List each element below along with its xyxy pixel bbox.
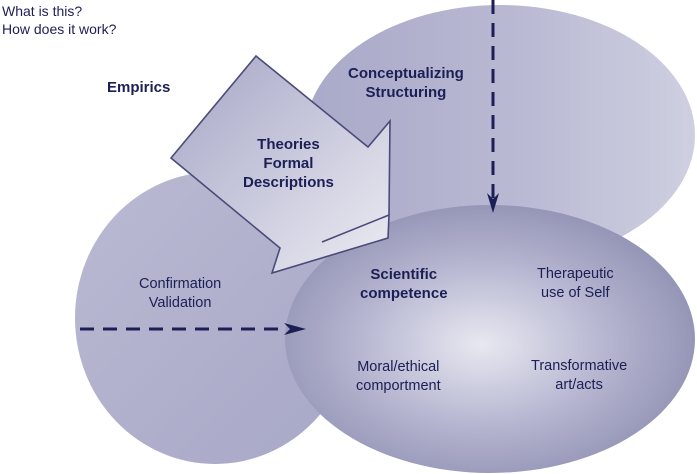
therapeutic-label: Therapeutic use of Self	[537, 266, 614, 301]
scientific-competence-ellipse	[285, 205, 695, 473]
moral-ethical-label: Moral/ethical comportment	[356, 359, 441, 394]
empirics-label: Empirics	[107, 79, 171, 96]
confirmation-label: Confirmation Validation	[139, 276, 222, 311]
conceptualizing-ellipse	[305, 5, 695, 265]
question-2: How does it work?	[2, 21, 117, 37]
questions-text: What is this? How does it work?	[2, 2, 116, 38]
theories-arrow	[169, 54, 391, 275]
theories-label: Theories Formal Descriptions	[243, 136, 334, 191]
conceptualizing-label: Conceptualizing Structuring	[348, 65, 464, 101]
right-arrowhead-icon	[284, 323, 306, 335]
scientific-competence-label: Scientific competence	[360, 266, 448, 302]
down-arrowhead-icon	[487, 193, 499, 213]
question-1: What is this?	[2, 3, 83, 19]
transformative-label: Transformative art/acts	[531, 358, 628, 393]
